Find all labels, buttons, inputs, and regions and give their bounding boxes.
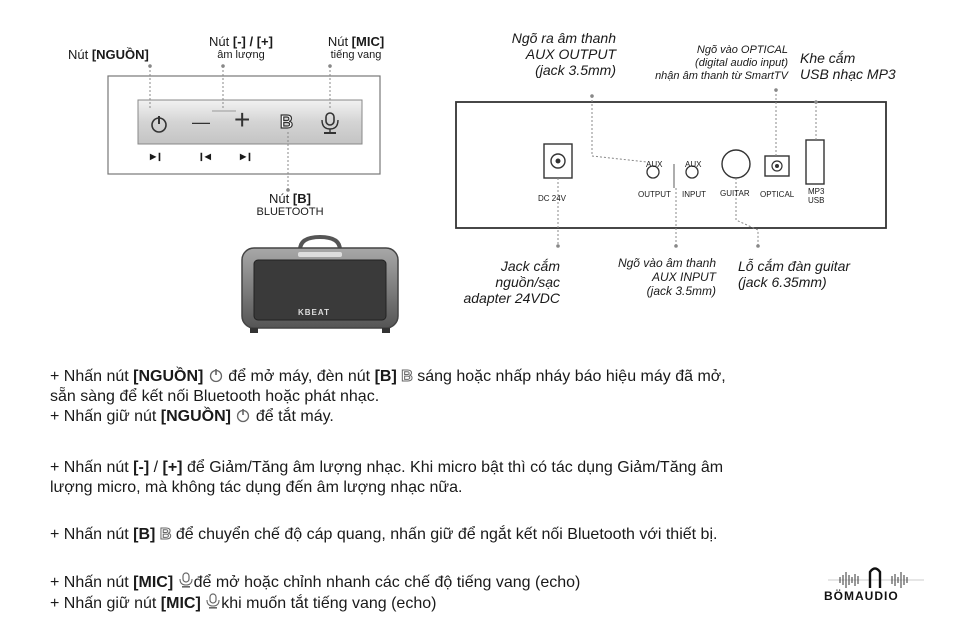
dc-port-label: DC 24V [538, 194, 567, 203]
b-outline-icon: B [401, 368, 414, 386]
instruction-mic-off: + Nhấn giữ nút [MIC] khi muốn tắt tiếng … [50, 593, 437, 612]
input-label: INPUT [682, 190, 706, 199]
volume-up-button[interactable]: + [234, 104, 251, 135]
instruction-b-button: + Nhấn nút [B] B để chuyển chế độ cáp qu… [50, 526, 718, 544]
waveform-logo-icon [828, 567, 924, 588]
power-icon[interactable] [148, 113, 170, 135]
next-icon: ▶❙ [240, 152, 253, 161]
label-volume-button: Nút [-] / [+] âm lượng [209, 34, 273, 61]
instruction-power-on: + Nhấn nút [NGUỒN] để mở máy, đèn nút [B… [50, 368, 726, 386]
mp3-label: MP3 [808, 187, 825, 196]
label-usb-slot: Khe cắm USB nhạc MP3 [800, 50, 896, 82]
label-aux-output: Ngõ ra âm thanh AUX OUTPUT (jack 3.5mm) [511, 30, 616, 78]
mic-icon [179, 572, 193, 588]
aux-in-label-top: AUX [685, 160, 702, 169]
instruction-power-on-cont: sẵn sàng để kết nối Bluetooth hoặc phát … [50, 388, 380, 405]
output-label: OUTPUT [638, 190, 671, 199]
label-mic-button: Nút [MIC] tiếng vang [327, 34, 385, 61]
label-aux-input: Ngõ vào âm thanh AUX INPUT (jack 3.5mm) [617, 256, 716, 298]
power-icon [209, 369, 222, 383]
mic-icon[interactable] [318, 110, 342, 136]
b-outline-icon: B [159, 526, 172, 544]
usb-label: USB [808, 196, 825, 205]
rear-panel-diagram [455, 88, 887, 248]
speaker-illustration [241, 234, 399, 333]
bluetooth-b-button[interactable]: B [279, 111, 293, 132]
guitar-label: GUITAR [720, 189, 750, 198]
label-dc-jack: Jack cắm nguồn/sạc adapter 24VDC [463, 258, 560, 306]
label-optical-input: Ngõ vào OPTICAL (digital audio input) nh… [655, 44, 788, 82]
speaker-brand-logo: KBEAT [298, 308, 330, 317]
aux-out-label-top: AUX [646, 160, 663, 169]
play-pause-icon: ▶❙ [150, 152, 163, 161]
mic-icon [206, 593, 220, 609]
previous-icon: ❙◀ [198, 152, 211, 161]
label-power-button: Nút [NGUỒN] [68, 47, 149, 62]
bomaudio-logo-text: BÖMAUDIO [824, 589, 899, 603]
volume-down-button[interactable]: — [192, 112, 210, 132]
control-panel-diagram [107, 64, 381, 192]
label-guitar-jack: Lỗ cắm đàn guitar (jack 6.35mm) [738, 258, 851, 290]
instruction-volume-cont: lượng micro, mà không tác dụng đến âm lư… [50, 479, 463, 496]
power-icon [237, 409, 250, 423]
instruction-volume: + Nhấn nút [-] / [+] để Giảm/Tăng âm lượ… [50, 459, 724, 476]
optical-label: OPTICAL [760, 190, 795, 199]
instruction-mic-on: + Nhấn nút [MIC] để mở hoặc chỉnh nhanh … [50, 572, 581, 591]
label-b-button: Nút [B] BLUETOOTH [256, 191, 324, 218]
instruction-power-off: + Nhấn giữ nút [NGUỒN] để tắt máy. [50, 408, 334, 425]
